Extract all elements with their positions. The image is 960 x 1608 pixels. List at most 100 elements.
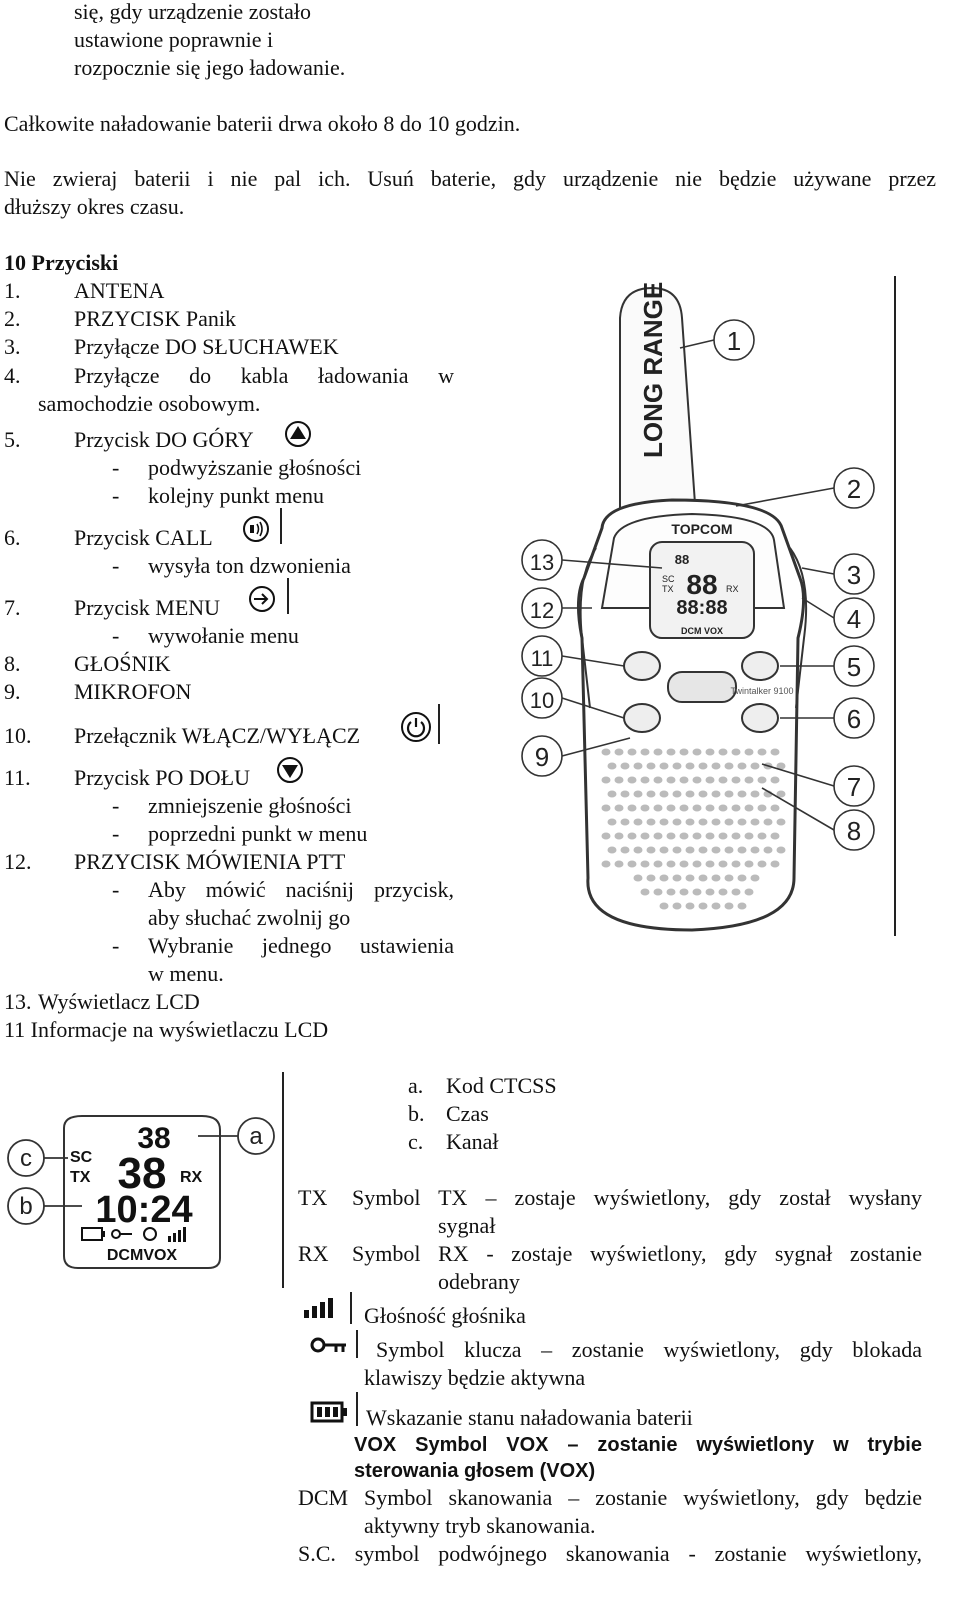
divider — [438, 704, 440, 744]
figure-border — [282, 1072, 284, 1288]
grille-hole — [705, 748, 715, 756]
grille-hole — [705, 776, 715, 784]
symbol-desc-tx-cont: sygnał — [438, 1213, 496, 1238]
grille-hole — [731, 804, 741, 812]
grille-hole — [705, 804, 715, 812]
grille-hole — [640, 804, 650, 812]
grille-hole — [692, 748, 702, 756]
grille-hole — [646, 790, 656, 798]
symbol-desc-rx-cont: odebrany — [438, 1269, 520, 1294]
grille-hole — [731, 888, 741, 896]
intro-line-2: ustawione poprawnie i — [74, 27, 274, 52]
grille-hole — [627, 776, 637, 784]
list-num: 9. — [4, 679, 21, 704]
legend-letter: a. — [408, 1073, 424, 1098]
grille-hole — [705, 832, 715, 840]
symbol-key-rx: RX — [298, 1241, 329, 1266]
svg-text:12: 12 — [530, 598, 554, 623]
figure-border — [894, 276, 896, 936]
grille-hole — [750, 790, 760, 798]
grille-hole — [646, 874, 656, 882]
svg-text:TX: TX — [70, 1169, 91, 1186]
list-item-label: Przycisk CALL — [74, 525, 213, 550]
grille-hole — [640, 776, 650, 784]
list-num: 11. — [4, 765, 31, 790]
list-num: 1. — [4, 278, 21, 303]
grille-hole — [653, 832, 663, 840]
grille-hole — [744, 748, 754, 756]
grille-hole — [601, 832, 611, 840]
svg-text:38: 38 — [118, 1149, 167, 1198]
grille-hole — [620, 790, 630, 798]
svg-text:DCMVOX: DCMVOX — [107, 1247, 178, 1264]
list-num: 2. — [4, 306, 21, 331]
bullet-dash: - — [112, 793, 120, 818]
grille-hole — [757, 832, 767, 840]
svg-text:SC: SC — [662, 574, 675, 584]
grille-hole — [724, 846, 734, 854]
grille-hole — [770, 832, 780, 840]
svg-text:6: 6 — [847, 704, 861, 734]
grille-hole — [763, 846, 773, 854]
grille-hole — [776, 790, 786, 798]
grille-hole — [731, 748, 741, 756]
grille-hole — [614, 776, 624, 784]
grille-hole — [711, 790, 721, 798]
grille-hole — [601, 748, 611, 756]
grille-hole — [659, 846, 669, 854]
grille-hole — [653, 776, 663, 784]
grille-hole — [607, 818, 617, 826]
grille-hole — [718, 888, 728, 896]
grille-hole — [614, 860, 624, 868]
svg-text:RX: RX — [180, 1169, 203, 1186]
list-num: 7. — [4, 595, 21, 620]
charge-time-text: Całkowite naładowanie baterii drwa około… — [4, 111, 521, 136]
list-item-label: Wyświetlacz LCD — [38, 989, 200, 1014]
grille-hole — [744, 832, 754, 840]
grille-hole — [679, 832, 689, 840]
symbol-desc-rx: Symbol RX - zostaje wyświetlony, gdy syg… — [352, 1241, 922, 1266]
grille-hole — [646, 846, 656, 854]
svg-text:88: 88 — [686, 569, 717, 600]
grille-hole — [620, 818, 630, 826]
symbol-desc-volume: Głośność głośnika — [364, 1303, 526, 1328]
grille-hole — [666, 804, 676, 812]
sub-item: poprzedni punkt w menu — [148, 821, 368, 846]
battery-icon — [310, 1401, 347, 1423]
grille-hole — [672, 846, 682, 854]
grille-hole — [672, 762, 682, 770]
grille-hole — [679, 776, 689, 784]
grille-hole — [737, 846, 747, 854]
svg-text:5: 5 — [847, 652, 861, 682]
symbol-desc-key-cont: klawiszy będzie aktywna — [364, 1365, 586, 1390]
grille-hole — [705, 860, 715, 868]
section-title-buttons: 10 Przyciski — [4, 250, 119, 275]
sub-item: zmniejszenie głośności — [148, 793, 352, 818]
grille-hole — [653, 804, 663, 812]
grille-hole — [633, 790, 643, 798]
grille-hole — [607, 790, 617, 798]
grille-hole — [737, 818, 747, 826]
grille-hole — [744, 804, 754, 812]
grille-hole — [757, 748, 767, 756]
sub-item: kolejny punkt menu — [148, 483, 324, 508]
list-num: 4. — [4, 363, 21, 388]
brand-label: TOPCOM — [671, 521, 732, 537]
legend-label: Kanał — [446, 1129, 499, 1154]
grille-hole — [640, 888, 650, 896]
svg-text:RX: RX — [726, 584, 739, 594]
grille-hole — [757, 860, 767, 868]
svg-text:9: 9 — [535, 742, 549, 772]
svg-text:SC: SC — [70, 1149, 93, 1166]
grille-hole — [640, 860, 650, 868]
grille-hole — [750, 874, 760, 882]
grille-hole — [744, 860, 754, 868]
grille-hole — [601, 804, 611, 812]
svg-text:88:88: 88:88 — [676, 597, 727, 619]
grille-hole — [744, 776, 754, 784]
grille-hole — [698, 846, 708, 854]
grille-hole — [724, 902, 734, 910]
sub-item: wywołanie menu — [148, 623, 299, 648]
grille-hole — [627, 748, 637, 756]
grille-hole — [711, 818, 721, 826]
